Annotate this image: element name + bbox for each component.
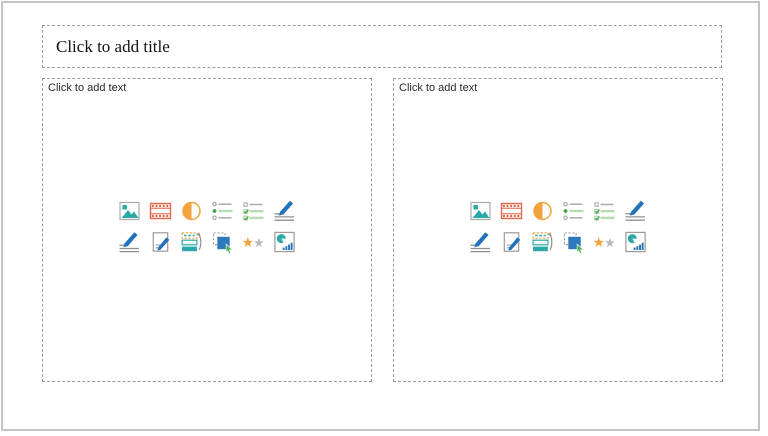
write-text-icon[interactable]: [624, 199, 648, 223]
bullet-list-icon[interactable]: [211, 199, 235, 223]
select-object-icon[interactable]: [211, 230, 235, 254]
half-donut-chart-icon[interactable]: [531, 199, 555, 223]
title-placeholder[interactable]: Click to add title: [42, 25, 722, 68]
picture-icon[interactable]: [118, 199, 142, 223]
rating-stars-icon[interactable]: [242, 230, 266, 254]
content-placeholder-text: Click to add text: [399, 82, 478, 94]
title-placeholder-text: Click to add title: [56, 36, 170, 56]
media-film-icon[interactable]: [149, 199, 173, 223]
layers-arrange-icon[interactable]: [180, 230, 204, 254]
half-donut-chart-icon[interactable]: [180, 199, 204, 223]
bullet-list-icon[interactable]: [562, 199, 586, 223]
media-film-icon[interactable]: [500, 199, 524, 223]
rating-stars-icon[interactable]: [593, 230, 617, 254]
content-insert-icon-grid: [469, 199, 648, 254]
layers-arrange-icon[interactable]: [531, 230, 555, 254]
edit-document-icon[interactable]: [149, 230, 173, 254]
checklist-icon[interactable]: [593, 199, 617, 223]
checklist-icon[interactable]: [242, 199, 266, 223]
select-object-icon[interactable]: [562, 230, 586, 254]
pie-bar-stats-icon[interactable]: [273, 230, 297, 254]
content-placeholder-right[interactable]: Click to add text: [393, 78, 723, 382]
pie-bar-stats-icon[interactable]: [624, 230, 648, 254]
write-text-icon[interactable]: [273, 199, 297, 223]
signature-icon[interactable]: [469, 230, 493, 254]
picture-icon[interactable]: [469, 199, 493, 223]
content-placeholder-left[interactable]: Click to add text: [42, 78, 372, 382]
content-placeholder-text: Click to add text: [48, 82, 127, 94]
signature-icon[interactable]: [118, 230, 142, 254]
edit-document-icon[interactable]: [500, 230, 524, 254]
content-insert-icon-grid: [118, 199, 297, 254]
